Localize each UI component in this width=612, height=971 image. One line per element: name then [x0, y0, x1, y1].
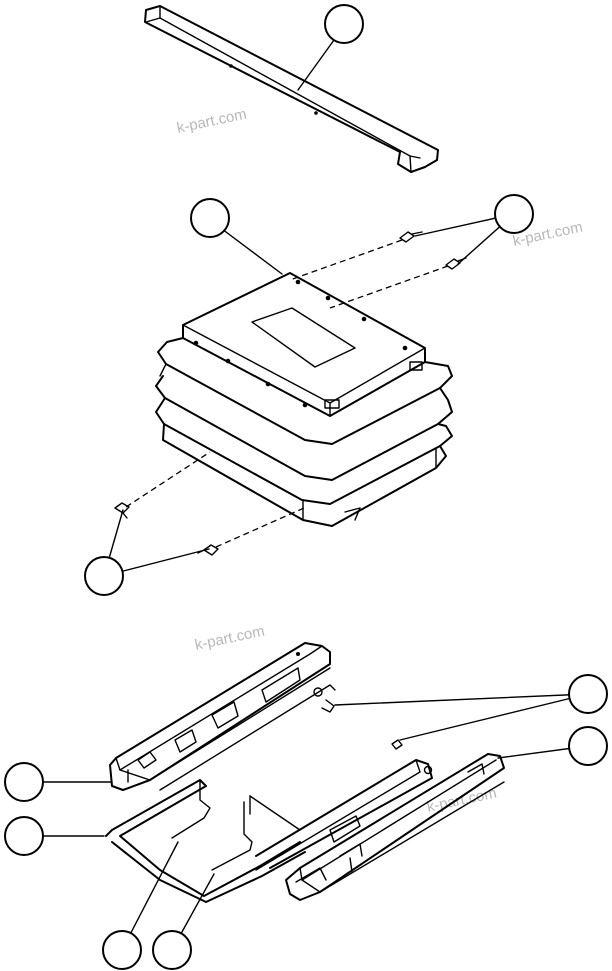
watermark-middle: k-part.com	[193, 623, 266, 654]
callout-rail-fasteners	[568, 674, 608, 714]
guide-line-screw-2	[329, 265, 449, 309]
screws-bottom	[114, 502, 219, 556]
guide-line-screw-4	[215, 507, 305, 548]
slide-rail-left	[109, 642, 336, 791]
guide-line-screw-1	[289, 239, 403, 281]
cross-bar	[105, 779, 306, 903]
callout-right-rail	[568, 726, 608, 766]
screws-top	[399, 231, 467, 270]
slide-rail-right	[255, 739, 505, 901]
guide-line-screw-3	[125, 451, 211, 508]
watermark-top: k-part.com	[175, 106, 248, 137]
callout-left-rail	[4, 762, 44, 802]
callout-bracket-bar	[324, 4, 364, 44]
bracket-bar	[144, 5, 439, 173]
watermark-bottom: k-part.com	[425, 785, 498, 816]
callout-top-screws	[494, 194, 534, 234]
callout-bottom-screws	[84, 556, 124, 596]
callout-lever-1	[102, 930, 142, 970]
callout-lever-2	[152, 930, 192, 970]
leader-lines	[23, 39, 589, 951]
callout-seat-cushion	[190, 198, 230, 238]
seat-cushion	[155, 272, 453, 527]
callout-cross-bar	[4, 816, 44, 856]
